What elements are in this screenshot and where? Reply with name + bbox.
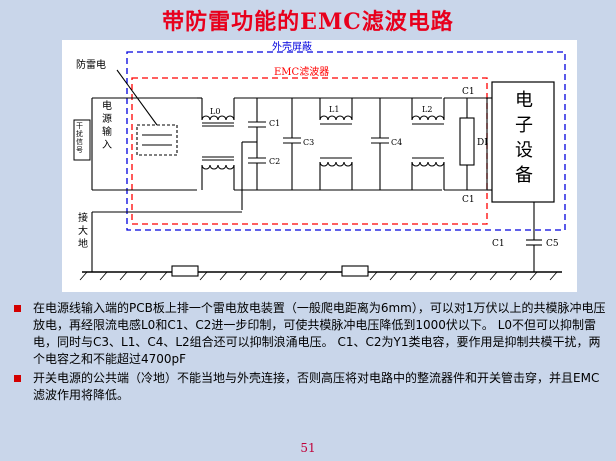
component-C4: C4 [391,138,402,147]
interference-signal-label: 干 扰 信 号 [76,122,83,154]
ground-label: 接 大 地 [78,213,88,250]
interference-signal-box [73,119,91,161]
component-C5: C5 [546,239,559,249]
component-L2: L2 [422,105,432,114]
bullet-text: 开关电源的公共端（冷地）不能当地与外壳连接，否则高压将对电路中的整流器件和开关管… [33,371,600,402]
bullet-item: 开关电源的公共端（冷地）不能当地与外壳连接，否则高压将对电路中的整流器件和开关管… [10,370,608,404]
bullet-list: 在电源线输入端的PCB板上排一个雷电放电装置（一般爬电距离为6mm），可以对1万… [10,300,608,406]
outer-shield-label: 外壳屏蔽 [272,40,312,53]
slide-title: 带防雷功能的EMC滤波电路 [162,9,454,35]
surge-protector-label: 防雷电 [76,58,106,71]
emc-filter-circuit-diagram: 外壳屏蔽 EMC滤波器 [62,40,577,292]
component-C1-bottom: C1 [462,195,475,205]
bullet-square-icon [14,375,21,382]
emc-filter-box [131,77,488,225]
power-input-label: 电 源 输 入 [102,101,112,151]
component-C1-right: C1 [492,239,505,249]
component-C1-top: C1 [462,87,475,97]
bullet-text: 在电源线输入端的PCB板上排一个雷电放电装置（一般爬电距离为6mm），可以对1万… [33,301,606,366]
page-number: 51 [300,441,316,455]
component-C2: C2 [269,157,280,166]
component-C3: C3 [303,138,314,147]
component-C1: C1 [269,119,280,128]
bullet-square-icon [14,305,21,312]
bullet-item: 在电源线输入端的PCB板上排一个雷电放电装置（一般爬电距离为6mm），可以对1万… [10,300,608,368]
emc-filter-label: EMC滤波器 [274,65,329,78]
outer-shield-box [126,51,566,231]
component-L0: L0 [210,107,220,116]
di-label: DI [477,138,488,148]
component-L1: L1 [329,105,339,114]
electronic-device-box [491,81,555,203]
electronic-device-label: 电 子 设 备 [515,90,533,186]
